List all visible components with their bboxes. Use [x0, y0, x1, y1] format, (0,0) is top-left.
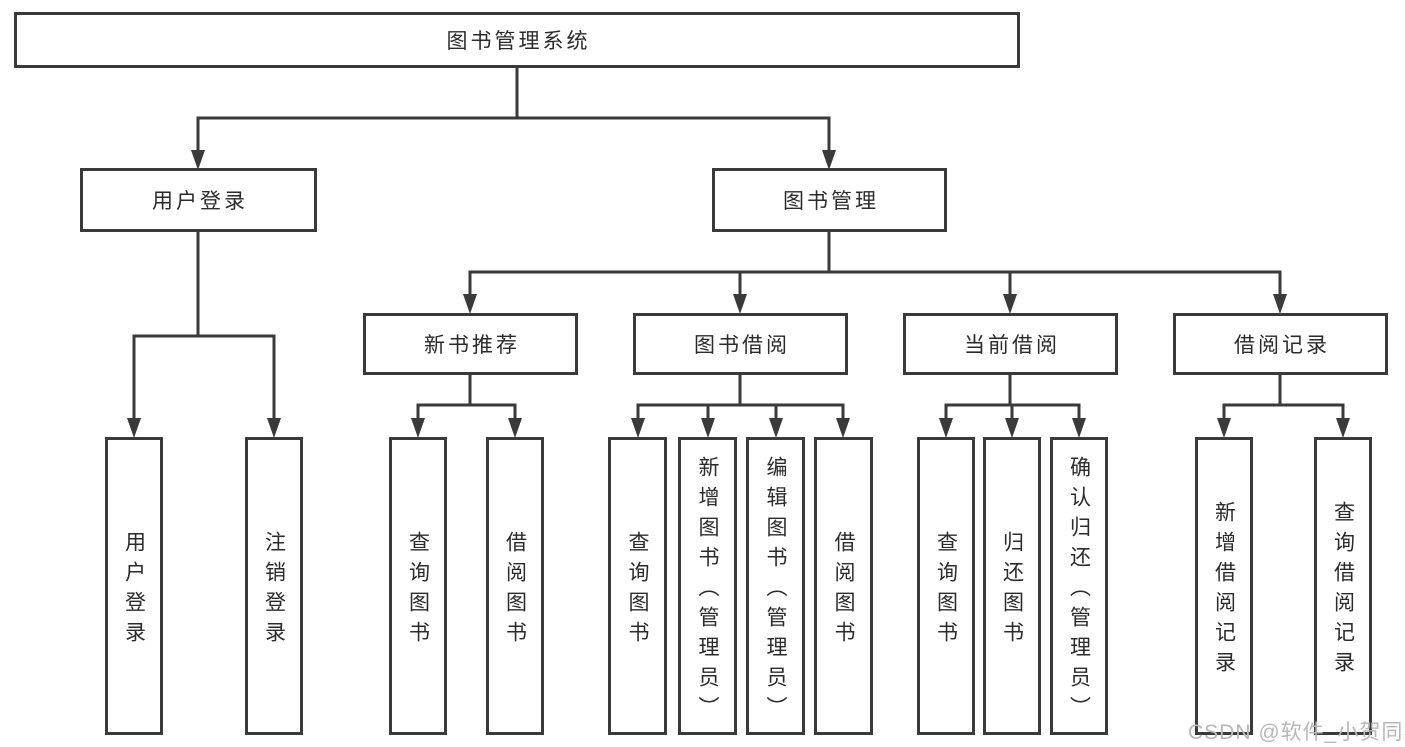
leaf-return-book-label: 归还图书 — [1000, 530, 1024, 651]
leaf-borrow-borrow-books: 借阅图书 — [814, 437, 873, 735]
leaf-logout-action: 注销登录 — [245, 437, 303, 735]
connector-book-management-branch — [463, 232, 1287, 314]
connector-new-book-recommend-branch — [411, 375, 522, 438]
leaf-recommend-query-books-label: 查询图书 — [406, 530, 430, 651]
node-book-borrow: 图书借阅 — [633, 313, 848, 375]
node-book-borrow-label: 图书借阅 — [694, 334, 790, 357]
leaf-add-borrow-record-label: 新增借阅记录 — [1212, 500, 1236, 681]
node-root: 图书管理系统 — [14, 12, 1020, 68]
leaf-query-borrow-record: 查询借阅记录 — [1314, 437, 1372, 735]
leaf-confirm-return-admin-label: 确认归还（管理员） — [1067, 455, 1091, 726]
leaf-return-book: 归还图书 — [983, 437, 1041, 735]
leaf-current-query-books-label: 查询图书 — [934, 530, 958, 651]
node-user-login-label: 用户登录 — [152, 190, 248, 213]
csdn-watermark: CSDN @软件_小贺同学 — [1188, 721, 1405, 744]
connector-root-to-level2 — [191, 68, 836, 170]
leaf-add-book-admin: 新增图书（管理员） — [678, 437, 737, 735]
leaf-borrow-query-books-label: 查询图书 — [626, 530, 649, 651]
leaf-add-borrow-record: 新增借阅记录 — [1195, 437, 1253, 735]
connector-borrow-records-branch — [1217, 375, 1350, 438]
connector-user-login-branch — [127, 232, 281, 438]
leaf-recommend-query-books: 查询图书 — [389, 437, 447, 735]
leaf-borrow-query-books: 查询图书 — [608, 437, 667, 735]
leaf-query-borrow-record-label: 查询借阅记录 — [1331, 500, 1355, 681]
leaf-recommend-borrow-books-label: 借阅图书 — [503, 530, 527, 651]
node-book-management-label: 图书管理 — [783, 190, 879, 213]
leaf-borrow-borrow-books-label: 借阅图书 — [832, 530, 855, 651]
leaf-confirm-return-admin: 确认归还（管理员） — [1050, 437, 1108, 735]
node-new-book-recommend-label: 新书推荐 — [424, 334, 520, 357]
node-user-login: 用户登录 — [80, 168, 317, 232]
node-current-borrow: 当前借阅 — [903, 313, 1118, 375]
leaf-user-login-action: 用户登录 — [105, 437, 163, 735]
node-new-book-recommend: 新书推荐 — [363, 313, 578, 375]
node-borrow-records: 借阅记录 — [1173, 313, 1388, 375]
leaf-recommend-borrow-books: 借阅图书 — [486, 437, 544, 735]
leaf-add-book-admin-label: 新增图书（管理员） — [696, 455, 719, 726]
node-root-label: 图书管理系统 — [446, 30, 591, 53]
leaf-current-query-books: 查询图书 — [917, 437, 975, 735]
leaf-edit-book-admin: 编辑图书（管理员） — [746, 437, 805, 735]
node-current-borrow-label: 当前借阅 — [964, 334, 1060, 357]
node-book-management: 图书管理 — [712, 168, 947, 232]
leaf-logout-action-label: 注销登录 — [262, 530, 286, 651]
leaf-user-login-action-label: 用户登录 — [122, 530, 146, 651]
connector-book-borrow-branch — [631, 375, 850, 438]
leaf-edit-book-admin-label: 编辑图书（管理员） — [764, 455, 787, 726]
connector-current-borrow-branch — [939, 375, 1086, 438]
node-borrow-records-label: 借阅记录 — [1234, 334, 1330, 357]
